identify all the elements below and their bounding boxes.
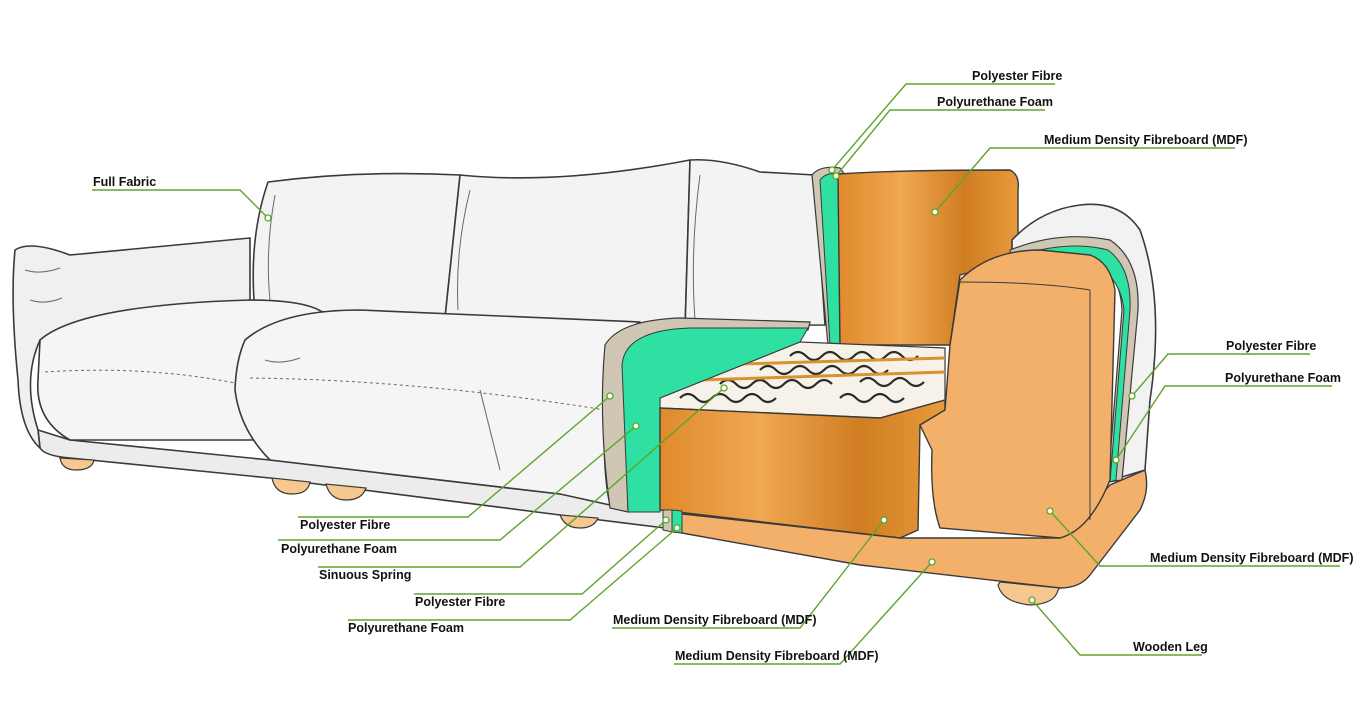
leader-back-fibre xyxy=(831,83,1055,171)
leader-back-foam xyxy=(835,109,1045,177)
label-base-foam: Polyurethane Foam xyxy=(348,621,464,635)
wooden-leg-3 xyxy=(325,483,367,501)
label-arm-foam: Polyurethane Foam xyxy=(1225,371,1341,385)
callout-dots xyxy=(264,166,1136,604)
leader-back-mdf xyxy=(934,147,1235,213)
label-back-mdf: Medium Density Fibreboard (MDF) xyxy=(1044,133,1247,147)
callout-leaders xyxy=(92,83,1340,665)
label-wooden-leg: Wooden Leg xyxy=(1133,640,1208,654)
label-arm-fibre: Polyester Fibre xyxy=(1226,339,1316,353)
sinuous-spring-coils xyxy=(679,350,925,404)
wooden-leg-2 xyxy=(271,477,311,495)
leader-base-fibre xyxy=(414,519,667,595)
label-arm-mdf: Medium Density Fibreboard (MDF) xyxy=(1150,551,1353,565)
label-back-fibre: Polyester Fibre xyxy=(972,69,1062,83)
leader-base-mdf xyxy=(674,561,933,665)
wooden-leg xyxy=(997,581,1062,606)
label-base-mdf: Medium Density Fibreboard (MDF) xyxy=(675,649,878,663)
leader-seat-mdf xyxy=(612,519,885,629)
back-cushion-left xyxy=(252,172,461,319)
label-base-fibre: Polyester Fibre xyxy=(415,595,505,609)
leader-arm-mdf xyxy=(1049,510,1340,567)
back-mdf-panel xyxy=(837,169,1020,346)
label-seat-mdf: Medium Density Fibreboard (MDF) xyxy=(613,613,816,627)
leader-arm-fibre xyxy=(1131,353,1310,397)
leader-arm-foam xyxy=(1115,385,1332,461)
label-back-foam: Polyurethane Foam xyxy=(937,95,1053,109)
wooden-leg-4 xyxy=(559,514,599,529)
label-seat-foam: Polyurethane Foam xyxy=(281,542,397,556)
label-sinuous-spring: Sinuous Spring xyxy=(319,568,411,582)
label-full-fabric: Full Fabric xyxy=(93,175,156,189)
seat-foam-layer xyxy=(621,327,809,513)
wooden-leg-1 xyxy=(59,457,95,471)
sofa-legs xyxy=(59,457,599,529)
arm-mdf-block xyxy=(919,249,1116,539)
callout-labels: Full Fabric Polyester Fibre Polyurethane… xyxy=(93,69,1353,663)
label-seat-fibre: Polyester Fibre xyxy=(300,518,390,532)
leader-seat-fibre xyxy=(298,395,611,518)
leader-seat-foam xyxy=(278,425,637,541)
sofa-left-arm xyxy=(12,237,251,449)
leader-wooden-leg xyxy=(1031,599,1202,656)
leader-full-fabric xyxy=(92,189,269,219)
leader-base-foam xyxy=(348,527,678,621)
back-cushion-middle xyxy=(444,159,691,331)
leader-sinuous-spring xyxy=(318,387,725,568)
sofa-cutaway xyxy=(601,166,1157,606)
back-cushion-right xyxy=(684,158,826,331)
